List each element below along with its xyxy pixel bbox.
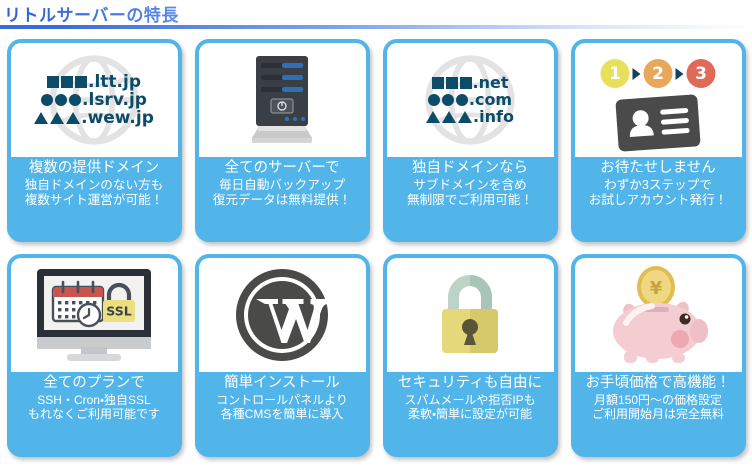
- circle-glyphs-icon: [41, 94, 82, 106]
- card-subline-2: 復元データは無料提供！: [212, 192, 352, 207]
- domain-tld: .ltt.jp: [88, 71, 141, 92]
- feature-card-own-domain[interactable]: .net .com .info 独自ドメインなら サブドメインを含め: [382, 39, 558, 242]
- feature-card-grid: .ltt.jp .lsrv.jp .wew.jp 複数の提供ドメイン 独: [0, 36, 752, 474]
- domain-row: .com: [427, 90, 513, 109]
- monitor-graphic: SSL: [37, 269, 151, 361]
- piggy-bank-coin-icon: ¥: [574, 258, 742, 372]
- card-text: 独自ドメインなら サブドメインを含め 無制限でご利用可能！: [387, 157, 554, 238]
- domain-tld: .lsrv.jp: [82, 89, 147, 110]
- card-subline-2: 無制限でご利用可能！: [407, 192, 533, 207]
- wordpress-graphic: [236, 269, 328, 361]
- card-text: お待たせしません わずか3ステップで お試しアカウント発行！: [575, 157, 742, 238]
- domain-row: .wew.jp: [34, 107, 154, 128]
- card-text: 全てのサーバーで 毎日自動バックアップ 復元データは無料提供！: [199, 157, 366, 238]
- card-subline-1: 独自ドメインのない方も: [24, 178, 164, 193]
- card-subline-2: もれなくご利用可能です: [27, 407, 160, 422]
- yen-symbol-icon: ¥: [650, 278, 663, 299]
- title-underline-rule: [0, 25, 752, 29]
- domain-rows: .ltt.jp .lsrv.jp .wew.jp: [11, 43, 178, 157]
- feature-card-multi-domain[interactable]: .ltt.jp .lsrv.jp .wew.jp 複数の提供ドメイン 独: [6, 39, 182, 242]
- page-header: リトルサーバーの特長: [0, 0, 752, 32]
- step-arrow-icon: [675, 67, 684, 80]
- globe-watermark-icon: [49, 55, 139, 145]
- ssl-badge-label: SSL: [106, 304, 131, 319]
- feature-card-all-plans[interactable]: SSL 全てのプランで SSH・Cron・独自SSL もれなくご利用可能です: [6, 254, 182, 457]
- card-subline-1: わずか3ステップで: [604, 178, 712, 193]
- card-heading: 全てのサーバーで: [224, 160, 340, 176]
- feature-card-security[interactable]: セキュリティも自由に スパムメールや拒否IPも 柔軟・簡単に設定が可能: [382, 254, 558, 457]
- card-heading: セキュリティも自由に: [397, 375, 543, 391]
- feature-card-pricing[interactable]: ¥: [570, 254, 746, 457]
- step-circle-2: 2: [643, 59, 673, 88]
- padlock-graphic: [442, 275, 498, 353]
- card-heading: お手頃価格で高機能！: [585, 375, 731, 391]
- step-circle-1: 1: [600, 59, 630, 88]
- card-subline-2: 複数サイト運営が可能！: [24, 192, 164, 207]
- card-subline-2: ご利用開始月は完全無料: [591, 407, 724, 422]
- card-heading: 全てのプランで: [43, 375, 145, 391]
- three-steps-id-card-icon: 1 2 3: [574, 43, 742, 157]
- id-card-icon: [615, 94, 701, 152]
- step-arrow-icon: [632, 67, 641, 80]
- page-title: リトルサーバーの特長: [4, 1, 179, 26]
- padlock-icon: [386, 258, 554, 372]
- domain-tld: .wew.jp: [81, 107, 154, 128]
- domain-list-gtld-icon: .net .com .info: [386, 43, 554, 157]
- triangle-glyphs-icon: [34, 112, 81, 124]
- card-text: セキュリティも自由に スパムメールや拒否IPも 柔軟・簡単に設定が可能: [387, 372, 554, 453]
- domain-tld: .com: [468, 90, 513, 109]
- feature-card-easy-install[interactable]: 簡単インストール コントロールパネルより 各種CMSを簡単に導入: [194, 254, 370, 457]
- domain-list-jp-icon: .ltt.jp .lsrv.jp .wew.jp: [10, 43, 178, 157]
- server-tower-graphic: [252, 56, 312, 143]
- domain-row: .ltt.jp: [47, 71, 141, 92]
- triangle-glyphs-icon: [426, 111, 473, 123]
- wordpress-logo-icon: [198, 258, 366, 372]
- card-subline-1: 毎日自動バックアップ: [219, 178, 345, 193]
- feature-card-quick-signup[interactable]: 1 2 3 お待たせしません わずか3ステップで お試しアカウント発行！: [570, 39, 746, 242]
- domain-rows: .net .com .info: [387, 43, 554, 157]
- square-glyphs-icon: [47, 76, 87, 88]
- card-heading: 簡単インストール: [224, 375, 340, 391]
- card-heading: 独自ドメインなら: [412, 160, 528, 176]
- domain-tld: .net: [472, 73, 509, 92]
- card-heading: お待たせしません: [600, 160, 716, 176]
- circle-glyphs-icon: [427, 94, 468, 106]
- card-subline-2: 柔軟・簡単に設定が可能: [407, 407, 533, 422]
- server-tower-icon: [198, 43, 366, 157]
- domain-tld: .info: [473, 107, 514, 126]
- step-circle-3: 3: [686, 59, 716, 88]
- card-text: 複数の提供ドメイン 独自ドメインのない方も 複数サイト運営が可能！: [11, 157, 178, 238]
- domain-row: .net: [431, 73, 509, 92]
- domain-row: .info: [426, 109, 514, 125]
- monitor-calendar-ssl-icon: SSL: [10, 258, 178, 372]
- card-subline-1: 月額150円〜の価格設定: [593, 393, 723, 408]
- card-heading: 複数の提供ドメイン: [28, 160, 160, 176]
- card-subline-2: 各種CMSを簡単に導入: [220, 407, 344, 422]
- card-subline-1: SSH・Cron・独自SSL: [37, 393, 151, 408]
- step-indicator: 1 2 3: [600, 59, 716, 88]
- feature-card-daily-backup[interactable]: 全てのサーバーで 毎日自動バックアップ 復元データは無料提供！: [194, 39, 370, 242]
- card-subline-1: サブドメインを含め: [413, 178, 527, 193]
- piggy-bank-graphic: ¥: [613, 266, 708, 363]
- card-text: 簡単インストール コントロールパネルより 各種CMSを簡単に導入: [199, 372, 366, 453]
- square-glyphs-icon: [431, 77, 472, 89]
- card-subline-1: スパムメールや拒否IPも: [404, 393, 536, 408]
- card-text: お手頃価格で高機能！ 月額150円〜の価格設定 ご利用開始月は完全無料: [575, 372, 742, 453]
- card-text: 全てのプランで SSH・Cron・独自SSL もれなくご利用可能です: [11, 372, 178, 453]
- card-subline-2: お試しアカウント発行！: [588, 192, 728, 207]
- card-subline-1: コントロールパネルより: [216, 393, 348, 408]
- domain-row: .lsrv.jp: [41, 89, 147, 110]
